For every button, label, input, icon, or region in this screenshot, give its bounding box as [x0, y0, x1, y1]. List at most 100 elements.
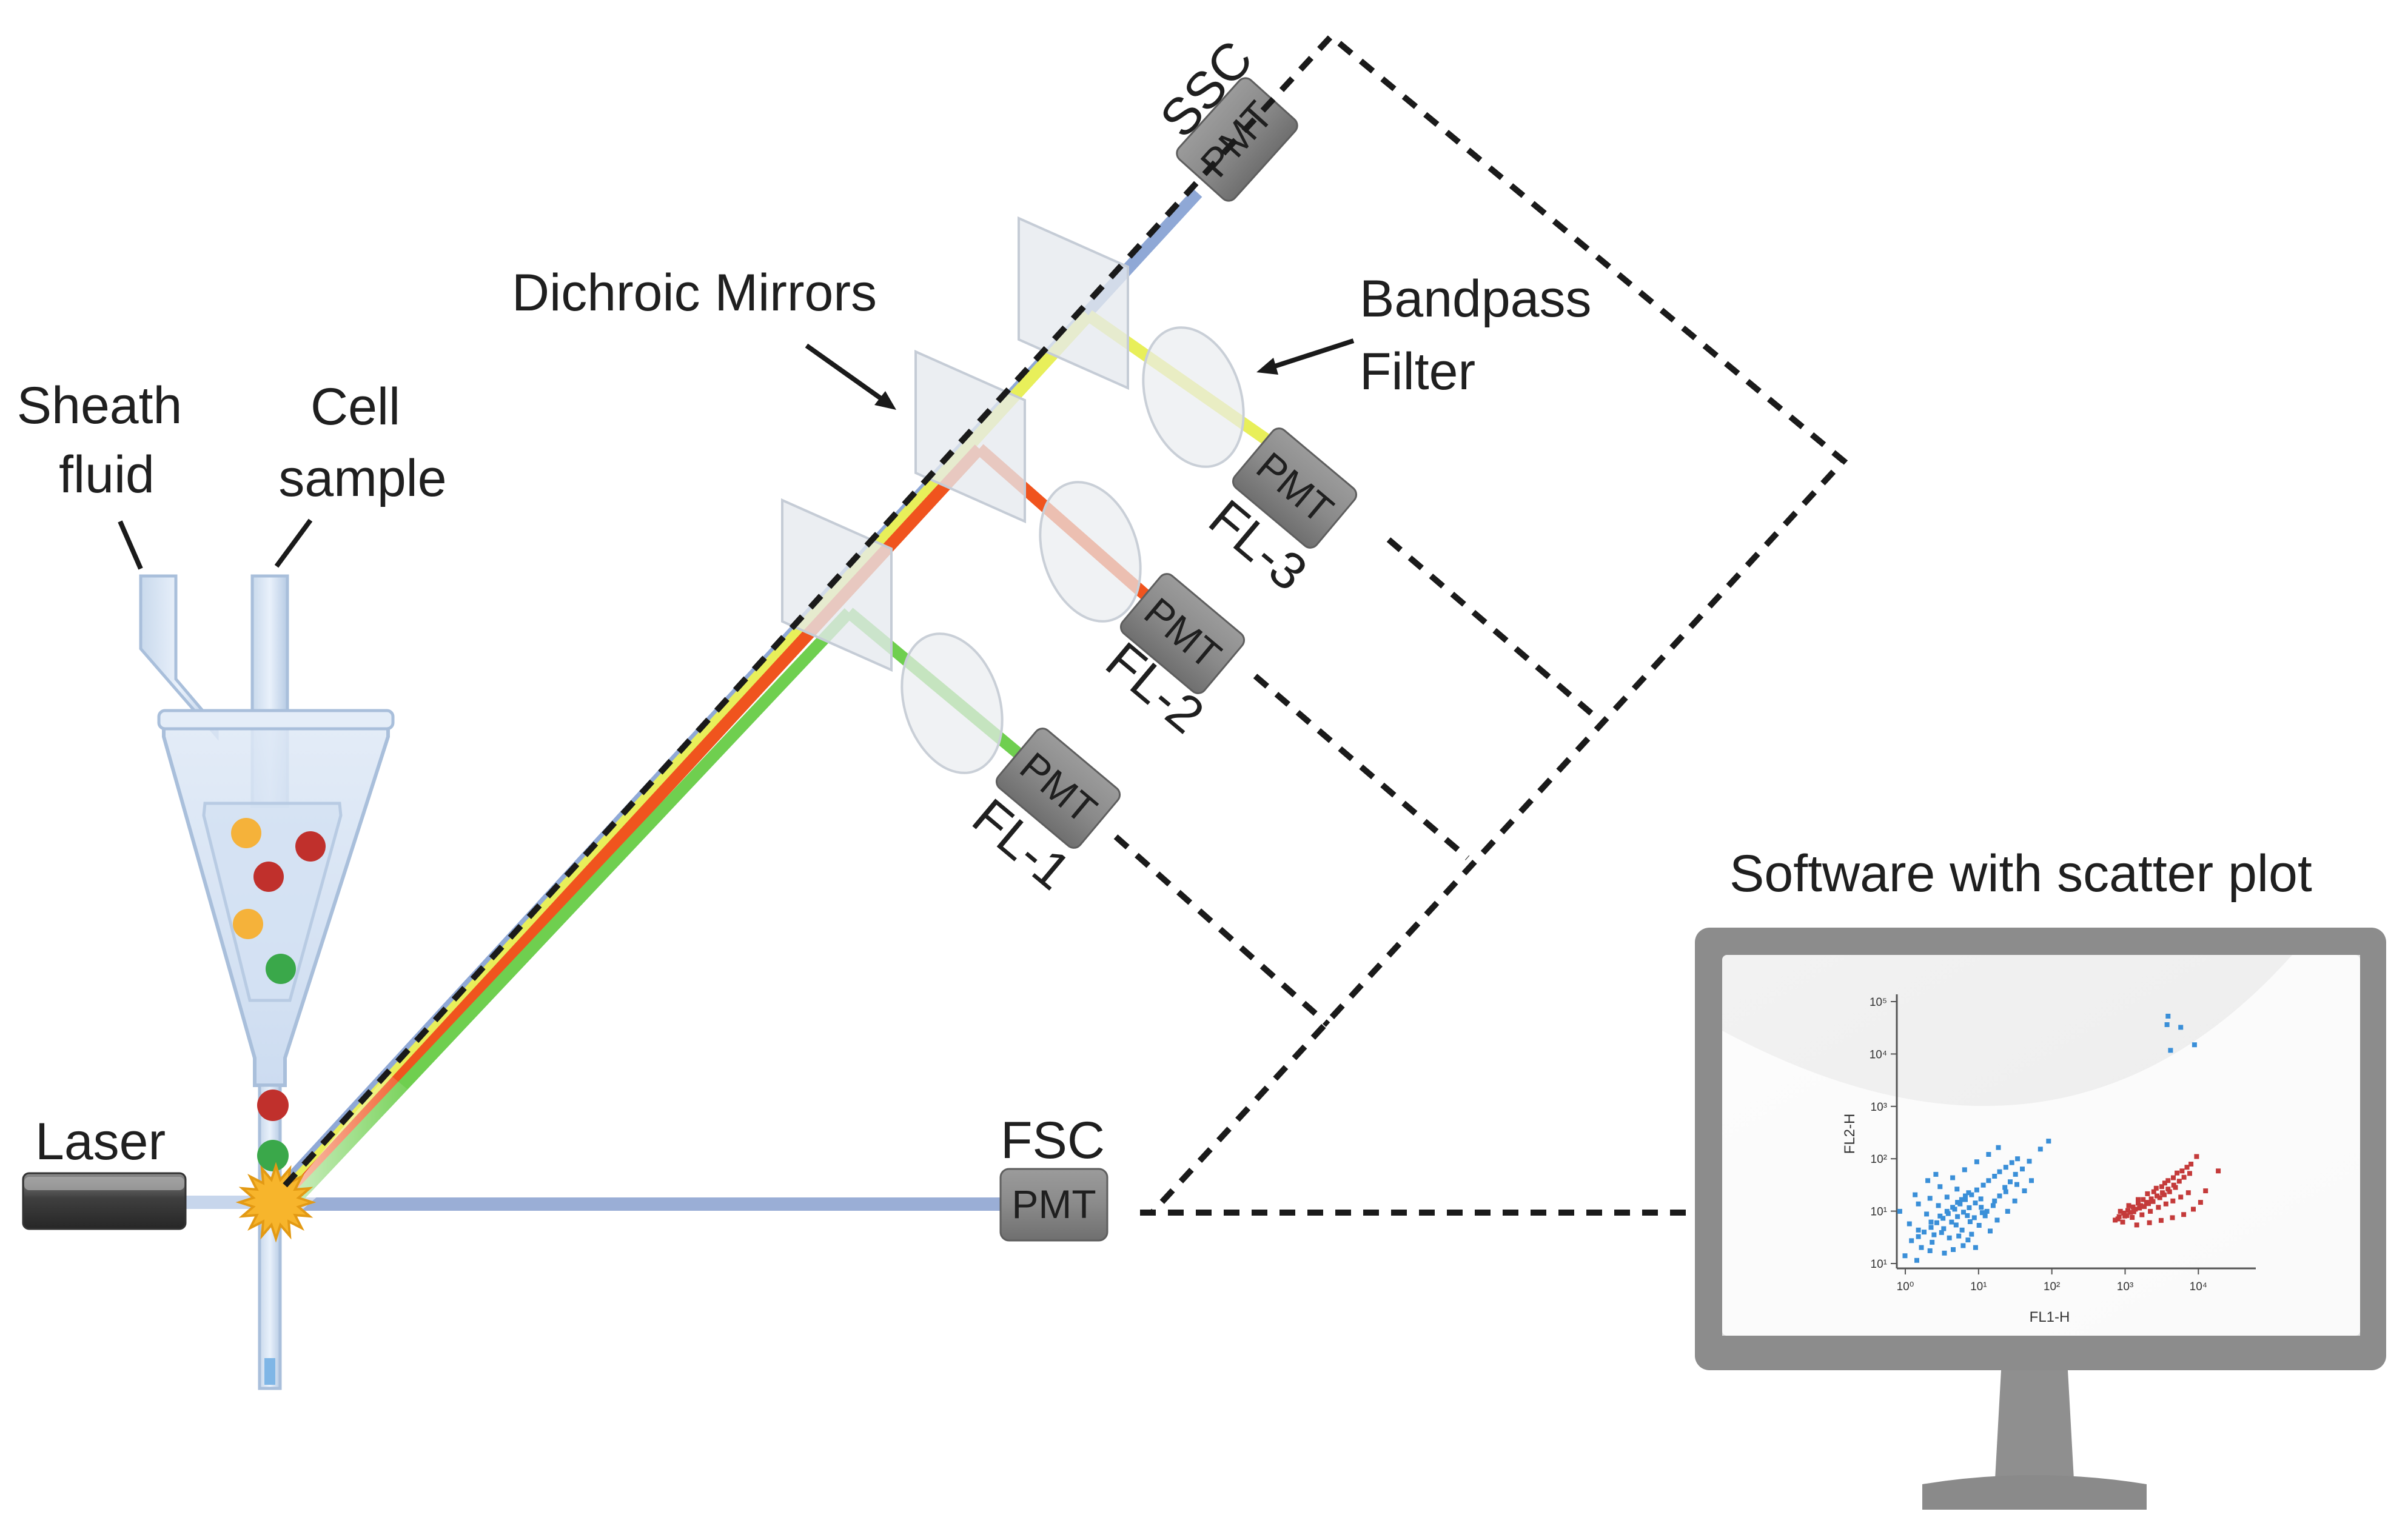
- plot-x-label: FL1-H: [2030, 1309, 2070, 1325]
- scatter-point-red: [2194, 1154, 2199, 1159]
- dichroic-mirrors: [781, 216, 1129, 672]
- scatter-point-red: [2159, 1184, 2164, 1190]
- scatter-point-blue: [1965, 1213, 1970, 1218]
- scatter-point-blue: [1922, 1230, 1927, 1235]
- pmt-fsc: PMT: [999, 1168, 1108, 1242]
- scatter-point-blue: [1994, 1217, 2000, 1223]
- dichroic-mirror-1: [781, 498, 893, 672]
- scatter-point-red: [2165, 1187, 2171, 1192]
- scatter-point-blue: [1936, 1203, 1941, 1208]
- scatter-point-blue: [1924, 1211, 1930, 1217]
- bandpass-filter-arrowhead: [1256, 358, 1278, 375]
- scatter-point-blue: [1930, 1239, 1935, 1245]
- scatter-point-red: [2125, 1208, 2130, 1213]
- scatter-point-blue: [1997, 1169, 2002, 1174]
- scatter-point-blue: [1960, 1243, 1966, 1248]
- cell-red: [253, 862, 284, 892]
- scatter-point-blue: [1916, 1201, 1921, 1207]
- scatter-point-blue: [1992, 1174, 1997, 1179]
- software-label: Software with scatter plot: [1729, 845, 2312, 903]
- dichroic-mirrors-arrowhead: [874, 391, 896, 410]
- sheath-fluid-pointer: [118, 520, 143, 570]
- cell-green: [257, 1140, 289, 1171]
- scatter-point-red: [2134, 1222, 2139, 1228]
- scatter-point-blue: [1966, 1190, 1971, 1196]
- dichroic-mirror-3: [1018, 216, 1129, 390]
- scatter-point-blue: [1933, 1171, 1939, 1177]
- cell-sample-line-2: sample: [278, 449, 446, 507]
- x-tick-label: 10³: [2117, 1281, 2133, 1293]
- scatter-point-blue: [1963, 1193, 1968, 1199]
- scatter-point-blue: [2014, 1182, 2019, 1187]
- x-tick-label: 10²: [2044, 1281, 2060, 1293]
- bandpass-filter-label: Bandpass Filter: [1360, 270, 1606, 401]
- scatter-point-blue: [1897, 1208, 1902, 1214]
- funnel-rim: [157, 709, 395, 731]
- scatter-point-red: [2163, 1201, 2168, 1207]
- x-tick-label: 10¹: [1970, 1281, 1987, 1293]
- bandpass-filter-pointer: [1266, 338, 1355, 371]
- scatter-point-blue: [1907, 1221, 1912, 1227]
- scatter-point-red: [2158, 1217, 2164, 1223]
- scatter-point-red: [2124, 1213, 2130, 1218]
- fl2-dashed-line: [1253, 674, 1470, 860]
- cell-sample-label: Cell sample: [278, 378, 446, 507]
- scatter-point-blue: [1942, 1250, 1947, 1256]
- scatter-point-blue: [1950, 1205, 1956, 1210]
- scatter-point-blue: [1986, 1178, 1991, 1183]
- scatter-point-red: [2153, 1185, 2159, 1191]
- cell-red: [257, 1090, 289, 1121]
- scatter-point-red: [2150, 1199, 2156, 1204]
- scatter-point-blue: [1916, 1227, 1921, 1233]
- y-tick-label: 10¹: [1871, 1258, 1887, 1271]
- interrogation-burst: [235, 1162, 317, 1243]
- scatter-point-blue: [1934, 1220, 1939, 1225]
- dichroic-mirrors-pointer: [805, 343, 892, 407]
- capillary-tip: [264, 1358, 275, 1385]
- scatter-point-blue: [1967, 1205, 1972, 1210]
- scatter-point-blue: [1927, 1196, 1933, 1201]
- scatter-point-blue: [1940, 1216, 1946, 1221]
- scatter-point-blue: [1939, 1230, 1944, 1235]
- scatter-point-blue: [1971, 1215, 1977, 1220]
- scatter-point-blue: [1944, 1208, 1950, 1214]
- scatter-point-blue: [1963, 1197, 1968, 1202]
- scatter-point-red: [2130, 1204, 2136, 1210]
- scatter-point-red: [2147, 1220, 2152, 1225]
- fsc-label: FSC: [1001, 1111, 1105, 1170]
- y-tick-label: 10⁴: [1870, 1048, 1887, 1061]
- scatter-point-red: [2175, 1170, 2180, 1176]
- scatter-point-blue: [1914, 1257, 1919, 1263]
- scatter-point-blue: [2015, 1156, 2021, 1162]
- scatter-point-blue: [1927, 1248, 1933, 1253]
- bandpass-filter-fl2: [1039, 481, 1142, 623]
- scatter-point-blue: [1950, 1175, 1956, 1180]
- scatter-point-blue: [2027, 1159, 2032, 1164]
- scatter-point-red: [2116, 1214, 2122, 1219]
- scatter-point-blue: [1909, 1238, 1914, 1244]
- fl1-dashed-line: [1113, 834, 1330, 1027]
- scatter-point-blue: [2009, 1160, 2014, 1165]
- fsc-beam: [279, 1197, 1007, 1211]
- scatter-point-red: [2121, 1210, 2127, 1216]
- scatter-point-blue: [1962, 1167, 1967, 1173]
- scatter-point-blue: [2022, 1188, 2027, 1194]
- scatter-point-red: [2113, 1217, 2118, 1223]
- scatter-point-blue: [1957, 1201, 1963, 1207]
- scatter-point-red: [2198, 1200, 2203, 1205]
- cell-orange: [233, 909, 263, 939]
- scatter-point-red: [2181, 1212, 2187, 1217]
- y-tick-label: 10¹: [1871, 1206, 1887, 1219]
- scatter-point-red: [2191, 1207, 2196, 1212]
- scatter-point-red: [2151, 1189, 2156, 1194]
- scatter-point-blue: [1919, 1245, 1924, 1250]
- scatter-point-blue: [1969, 1192, 1974, 1197]
- scatter-point-blue: [1953, 1222, 1959, 1228]
- y-tick-label: 10²: [1871, 1153, 1887, 1166]
- scatter-point-blue: [1973, 1200, 1978, 1206]
- sheath-fluid-line-1: Sheath: [17, 377, 183, 435]
- scatter-point-blue: [1949, 1219, 1954, 1225]
- laser-label: Laser: [35, 1113, 166, 1171]
